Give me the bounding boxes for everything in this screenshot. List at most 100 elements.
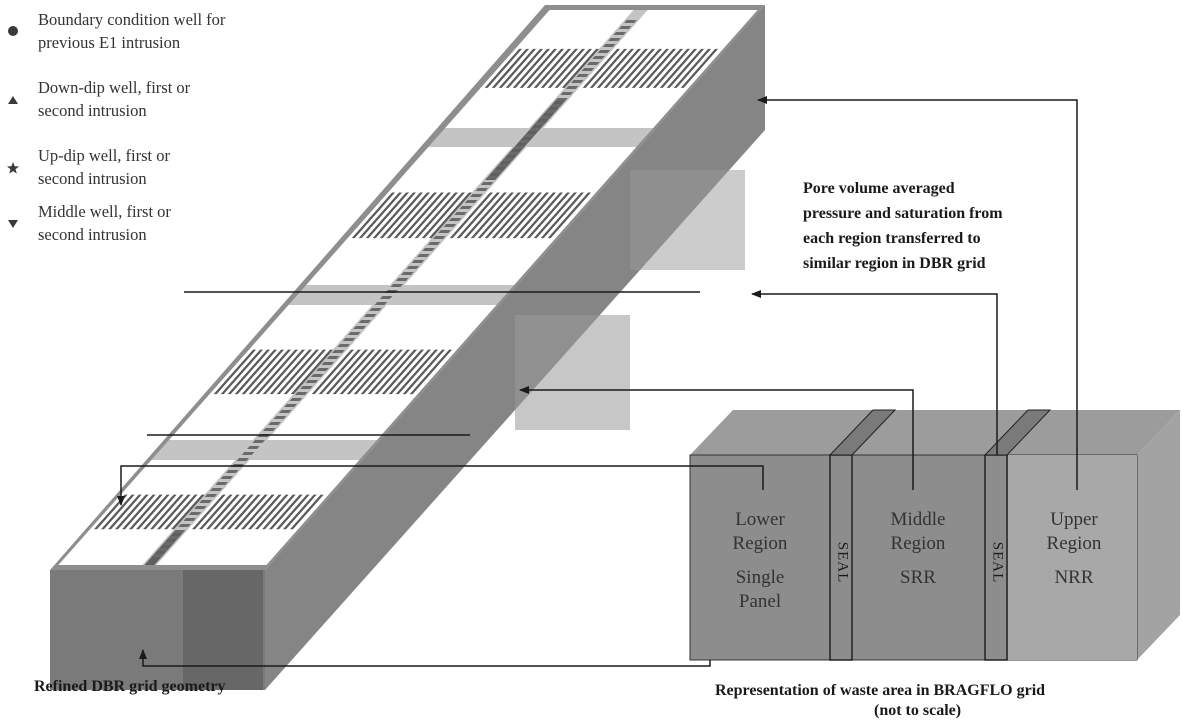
drift-stripe [369, 308, 382, 311]
region-line: Region [732, 533, 788, 554]
drift-stripe [374, 302, 388, 305]
panel-row-1-stripe [596, 48, 635, 88]
panel-row-3-stripe [311, 349, 355, 395]
panel-row-3-stripe [402, 349, 446, 395]
panel-row-2-stripe [379, 192, 423, 239]
region-line: Panel [738, 591, 782, 612]
circle-icon [8, 26, 18, 36]
bragflo-caption-scale: (not to scale) [874, 702, 962, 719]
panel-row-3-stripe [276, 349, 320, 395]
panel-row-4-stripe [199, 494, 233, 530]
upper-region-label: Upper Region NRR [1014, 508, 1134, 590]
drift-stripe [464, 200, 478, 203]
panel-row-3-stripe [346, 349, 390, 395]
drift-stripe [167, 536, 181, 539]
panel-row-1-stripe [603, 48, 642, 88]
panel-row-3-stripe [283, 349, 327, 395]
panel-row-2-stripe [421, 192, 465, 239]
panel-row-1-stripe [547, 48, 586, 88]
drift-stripe [348, 332, 361, 335]
drift-stripe [613, 32, 627, 35]
panel-row-4-stripe [101, 494, 135, 530]
drift-stripe [321, 362, 335, 365]
panel-row-2-stripe [393, 192, 437, 239]
panel-row-4-stripe [283, 494, 317, 530]
drift-stripe [443, 224, 457, 227]
bragflo-box-side [1137, 410, 1180, 660]
panel-row-1-stripe [589, 48, 628, 88]
panel-row-2-stripe [498, 192, 542, 239]
panel-row-2-stripe [407, 192, 451, 239]
panel-row-4-stripe [171, 494, 205, 530]
panel-row-4-stripe [115, 494, 149, 530]
drift-stripe [294, 392, 308, 395]
panel-row-2-stripe [512, 192, 556, 239]
drift-stripe [512, 146, 526, 149]
dbr-waste-panels [58, 10, 758, 565]
drift-stripe [209, 488, 223, 491]
drift-stripe [326, 356, 340, 359]
legend-line: Boundary condition well for [38, 10, 226, 29]
panel-row-4-stripe [192, 494, 226, 530]
drift-stripe [470, 194, 483, 197]
panel-row-2-stripe [477, 192, 521, 239]
drift-stripe [225, 470, 239, 473]
panel-row-1-stripe [645, 48, 684, 88]
drift-stripe [624, 20, 637, 23]
panel-row-1-stripe [673, 48, 712, 88]
panel-row-3-stripe [290, 349, 334, 395]
bragflo-upper-region-face [1008, 455, 1137, 660]
panel-row-2-stripe [449, 192, 493, 239]
panel-row-2-stripe [414, 192, 458, 239]
panel-row-3-stripe [248, 349, 292, 395]
triangle-down-icon [8, 220, 18, 228]
drift-stripe [576, 74, 589, 77]
region-line: Region [890, 533, 946, 554]
transfer-annotation: Pore volume averaged pressure and satura… [803, 176, 1003, 276]
panel-row-1-stripe [526, 48, 565, 88]
drift-stripe [316, 368, 329, 371]
drift-stripe [263, 428, 276, 431]
drift-stripe [602, 44, 616, 47]
arrow-box-to-dbr [139, 649, 711, 667]
seal-label-1: SEAL [834, 541, 851, 584]
legend-line: Middle well, first or [38, 202, 171, 221]
panel-row-1-stripe [540, 48, 579, 88]
drift-stripe [486, 176, 499, 179]
drift-stripe [268, 422, 281, 425]
panel-row-1-stripe [659, 48, 698, 88]
panel-row-2-stripe [540, 192, 584, 239]
annotation-line: Pore volume averaged [803, 180, 955, 197]
drift-stripe [188, 512, 202, 515]
panel-row-4-stripe [262, 494, 296, 530]
panel-row-2-stripe [547, 192, 591, 239]
panel-row-2-stripe [463, 192, 507, 239]
region-line: NRR [1054, 567, 1094, 588]
drift-stripe [544, 110, 558, 113]
arrow-middle-to-srr [519, 386, 914, 490]
drift-stripe [618, 26, 632, 29]
bragflo-seal-1-top [828, 409, 897, 456]
drift-stripe [353, 326, 366, 329]
panel-row-4-stripe [269, 494, 303, 530]
panel-row-2-stripe [533, 192, 577, 239]
legend-line: Down-dip well, first or [38, 78, 191, 97]
panel-row-4-stripe [157, 494, 191, 530]
middle-region-label: Middle Region SRR [858, 508, 978, 590]
panel-row-1-stripe [638, 48, 677, 88]
drift-stripe [178, 524, 191, 527]
panel-row-3-stripe [353, 349, 397, 395]
transfer-arrows [117, 96, 1078, 667]
panel-row-1-stripe [617, 48, 656, 88]
panel-row-4-stripe [248, 494, 282, 530]
panel-row-1-stripe [498, 48, 537, 88]
drift-stripe [241, 452, 255, 455]
legend-text: Up-dip well, first or second intrusion [38, 144, 170, 190]
legend-line: second intrusion [38, 169, 147, 188]
drift-stripe [586, 62, 600, 65]
drift-stripe [156, 548, 170, 551]
panel-row-3-stripe [262, 349, 306, 395]
drift-stripe [560, 92, 573, 95]
region-line: Upper [1050, 509, 1098, 530]
